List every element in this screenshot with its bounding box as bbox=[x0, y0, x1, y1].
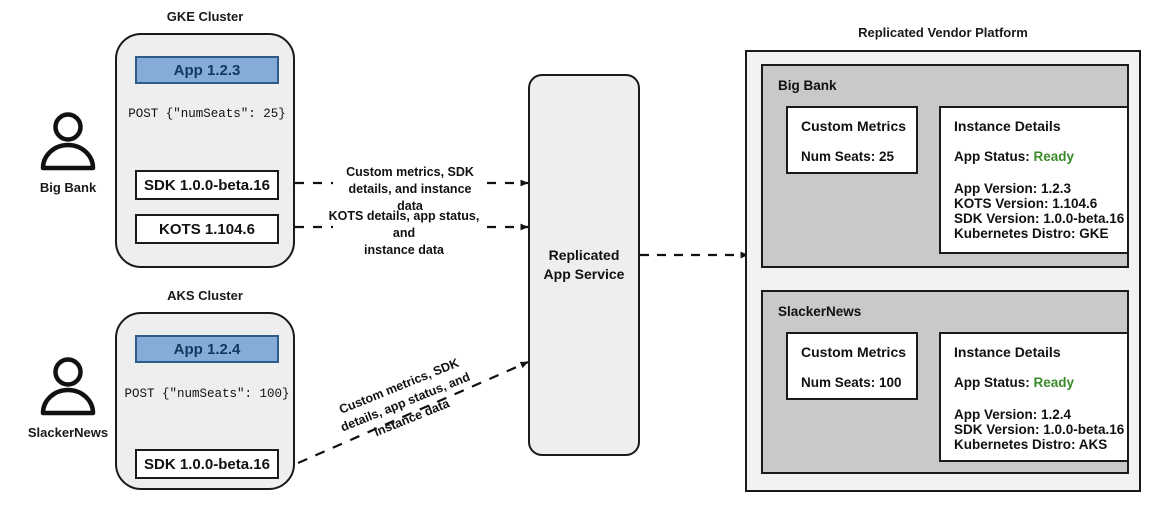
person-icon bbox=[40, 112, 96, 171]
tenant-big-bank[interactable]: Big Bank Custom Metrics Num Seats: 25 In… bbox=[761, 64, 1129, 268]
edge-label-line: instance data bbox=[364, 242, 444, 257]
status-badge: Ready bbox=[1033, 375, 1075, 390]
detail-line: App Version: 1.2.3 bbox=[954, 181, 1072, 196]
big-bank-detail-lines: App Version: 1.2.3 KOTS Version: 1.104.6… bbox=[954, 181, 1124, 241]
detail-line: SDK Version: 1.0.0-beta.16 bbox=[954, 211, 1125, 226]
slackernews-instance-details-card[interactable]: Instance Details App Status: Ready App V… bbox=[939, 332, 1129, 462]
customer-label: SlackerNews bbox=[27, 425, 109, 440]
app-status-label: App Status: bbox=[954, 149, 1030, 164]
detail-line: Kubernetes Distro: GKE bbox=[954, 226, 1109, 241]
card-title: Custom Metrics bbox=[801, 344, 907, 360]
num-seats-value: Num Seats: 100 bbox=[801, 375, 902, 390]
tenant-name: SlackerNews bbox=[778, 304, 862, 319]
detail-line: App Version: 1.2.4 bbox=[954, 407, 1072, 422]
edge-label-line: Custom metrics, SDK bbox=[346, 165, 474, 179]
edge-label-line: details, and instance data bbox=[348, 181, 472, 213]
gke-cluster-box[interactable]: App 1.2.3 POST {"numSeats": 25} SDK 1.0.… bbox=[115, 33, 295, 268]
customer-big-bank: Big Bank bbox=[30, 110, 106, 196]
gke-kots-edge-label: KOTS details, app status, and instance d… bbox=[320, 208, 488, 259]
gke-kots-node[interactable]: KOTS 1.104.6 bbox=[135, 214, 279, 244]
gke-sdk-edge-label: Custom metrics, SDK details, and instanc… bbox=[335, 164, 485, 215]
gke-cluster-caption: GKE Cluster bbox=[166, 9, 244, 24]
aks-sdk-edge-label: Custom metrics, SDK details, app status,… bbox=[320, 348, 492, 457]
app-status-row: App Status: Ready bbox=[954, 375, 1074, 390]
replicated-vendor-platform[interactable]: Big Bank Custom Metrics Num Seats: 25 In… bbox=[745, 50, 1141, 492]
service-line: App Service bbox=[543, 266, 625, 282]
tenant-name: Big Bank bbox=[778, 78, 837, 93]
big-bank-custom-metrics-card[interactable]: Custom Metrics Num Seats: 25 bbox=[786, 106, 918, 174]
slackernews-custom-metrics-card[interactable]: Custom Metrics Num Seats: 100 bbox=[786, 332, 918, 400]
app-status-label: App Status: bbox=[954, 375, 1030, 390]
card-title: Instance Details bbox=[954, 344, 1061, 360]
tenant-slackernews[interactable]: SlackerNews Custom Metrics Num Seats: 10… bbox=[761, 290, 1129, 474]
detail-line: KOTS Version: 1.104.6 bbox=[954, 196, 1098, 211]
customer-label: Big Bank bbox=[39, 180, 97, 195]
aks-post-payload: POST {"numSeats": 100} bbox=[124, 387, 290, 401]
big-bank-instance-details-card[interactable]: Instance Details App Status: Ready App V… bbox=[939, 106, 1129, 254]
aks-cluster-box[interactable]: App 1.2.4 POST {"numSeats": 100} SDK 1.0… bbox=[115, 312, 295, 490]
aks-sdk-node[interactable]: SDK 1.0.0-beta.16 bbox=[135, 449, 279, 479]
replicated-app-service-box[interactable]: Replicated App Service bbox=[528, 74, 640, 456]
gke-post-payload: POST {"numSeats": 25} bbox=[128, 107, 286, 121]
service-line: Replicated bbox=[548, 247, 620, 264]
customer-slackernews: SlackerNews bbox=[22, 355, 114, 441]
detail-line: SDK Version: 1.0.0-beta.16 bbox=[954, 422, 1125, 437]
detail-line: Kubernetes Distro: AKS bbox=[954, 437, 1108, 452]
person-icon bbox=[40, 357, 96, 416]
card-title: Instance Details bbox=[954, 118, 1061, 134]
status-badge: Ready bbox=[1033, 149, 1075, 164]
edge-label-line: KOTS details, app status, and bbox=[328, 209, 480, 240]
platform-title: Replicated Vendor Platform bbox=[858, 25, 1028, 40]
app-status-row: App Status: Ready bbox=[954, 149, 1074, 164]
card-title: Custom Metrics bbox=[801, 118, 907, 134]
aks-cluster-caption: AKS Cluster bbox=[167, 288, 243, 303]
aks-app-node[interactable]: App 1.2.4 bbox=[135, 335, 279, 363]
gke-app-node[interactable]: App 1.2.3 bbox=[135, 56, 279, 84]
num-seats-value: Num Seats: 25 bbox=[801, 149, 895, 164]
slackernews-detail-lines: App Version: 1.2.4 SDK Version: 1.0.0-be… bbox=[954, 407, 1124, 452]
gke-sdk-node[interactable]: SDK 1.0.0-beta.16 bbox=[135, 170, 279, 200]
